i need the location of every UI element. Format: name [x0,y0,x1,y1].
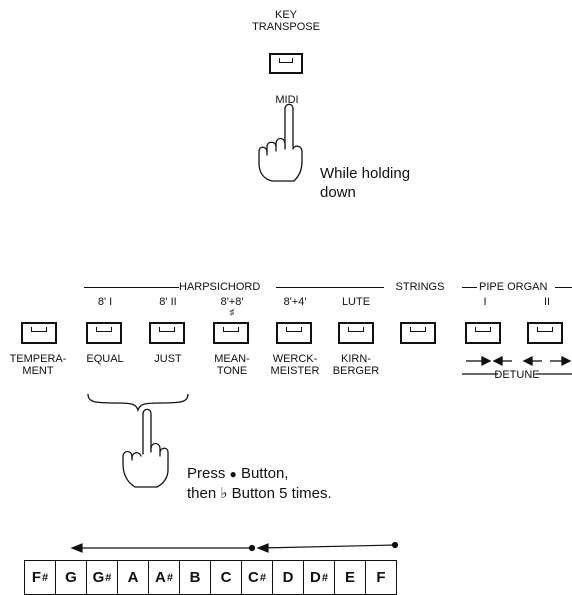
key-transpose-label: KEY TRANSPOSE [252,9,320,33]
midi-button[interactable] [269,53,303,74]
meantone-label: MEAN-TONE [214,353,250,377]
key-c: C [211,561,242,594]
harpsichord-line-left [84,287,179,288]
key-d: D [273,561,304,594]
detune-label: DETUNE [494,369,540,381]
pipe-organ-2-button[interactable] [527,322,563,344]
bullet-button-icon: ● [229,467,237,481]
pipe-organ-label: PIPE ORGAN [479,281,548,293]
voice-label-8-i: 8' I [97,296,113,308]
key-d-sharp: D# [304,561,335,594]
voice-label-organ-ii: II [543,296,551,308]
pipe-organ-line-left [462,287,477,288]
key-g-sharp: G# [87,561,118,594]
pipe-organ-line-right [555,287,572,288]
harpsichord-line-right [276,287,384,288]
press-instruction: Press ● Button, then ♭ Button 5 times. [187,465,332,502]
key-g: G [56,561,87,594]
voice-label-8-ii: 8' II [159,296,177,308]
midi-label: MIDI [275,94,299,106]
meantone-button[interactable] [213,322,249,344]
harpsichord-label: HARPSICHORD [179,281,261,293]
key-a-sharp: A# [149,561,180,594]
detune-arrows-icon [462,355,572,375]
voice-label-8-4: 8'+4' [283,296,307,308]
key-e: E [335,561,366,594]
brace-icon [87,393,189,412]
kirnberger-button[interactable] [338,322,374,344]
voice-label-lute: LUTE [341,296,371,308]
flat-button-icon: ♭ [220,485,228,502]
voice-label-8-8: 8'+8' [220,296,244,308]
just-button[interactable] [149,322,185,344]
voice-label-organ-i: I [483,296,487,308]
temperament-label: TEMPERA-MENT [9,353,67,377]
key-f-sharp: F# [25,561,56,594]
strings-button[interactable] [400,322,436,344]
hand-pointer-icon [258,103,303,182]
equal-button[interactable] [86,322,122,344]
equal-label: EQUAL [86,353,124,365]
pipe-organ-1-button[interactable] [465,322,501,344]
note-strip: F# G G# A A# B C C# D D# E F [24,560,397,595]
werckmeister-button[interactable] [276,322,312,344]
sharp-mark: ♯ [229,307,235,317]
kirnberger-label: KIRN-BERGER [332,353,380,377]
key-b: B [180,561,211,594]
temperament-button[interactable] [21,322,57,344]
werckmeister-label: WERCK-MEISTER [270,353,320,377]
hand-pointer-icon [122,408,169,488]
hold-instruction: While holding down [320,165,411,201]
strings-label: STRINGS [395,281,445,293]
just-label: JUST [154,353,182,365]
key-c-sharp: C# [242,561,273,594]
key-a: A [118,561,149,594]
key-f: F [366,561,397,594]
transpose-arrows-icon [70,541,399,553]
